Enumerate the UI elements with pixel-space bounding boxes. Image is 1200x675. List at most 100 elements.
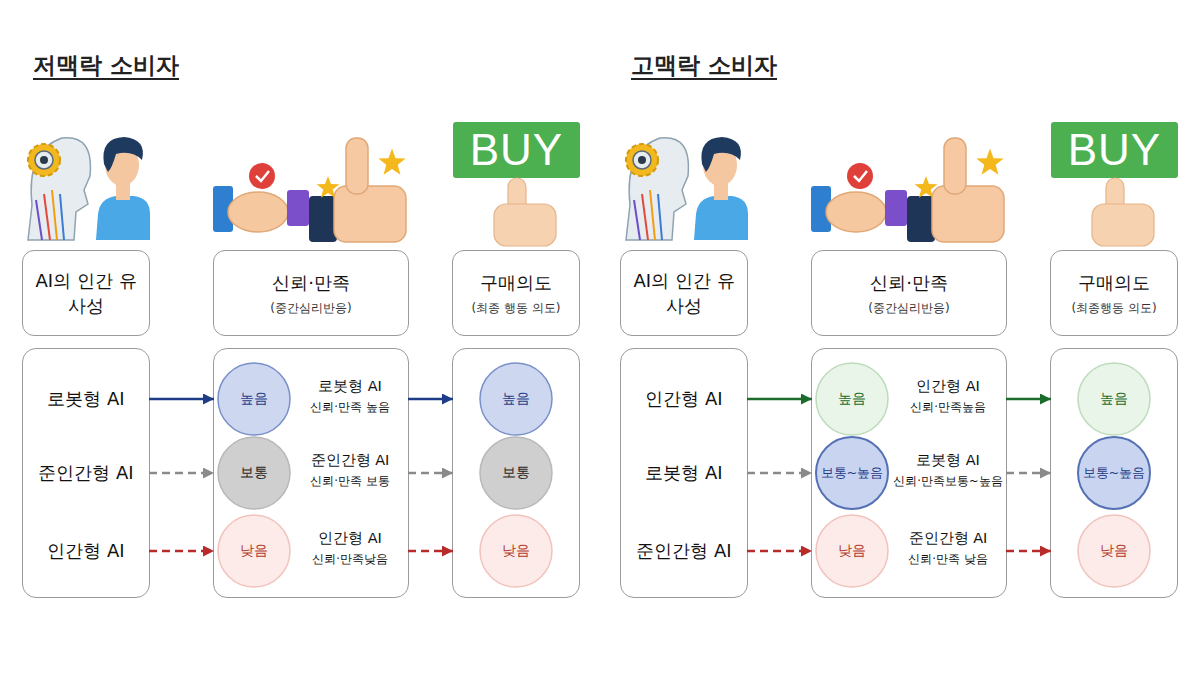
circle-outline: [480, 363, 552, 435]
node-title: 보통~높음: [1077, 436, 1151, 510]
stage-header-box: 구매의도 (최종행동 의도): [1050, 250, 1178, 336]
response-circle: 높음로봇형 AI 신뢰·만족 높음: [214, 361, 408, 437]
section-heading: 고맥락 소비자: [631, 50, 777, 81]
node-title: 높음: [217, 362, 291, 436]
column-box: 인간형 AI 로봇형 AI 준인간형 AI: [620, 348, 748, 598]
response-circle: 보통준인간형 AI 신뢰·만족 보통: [214, 435, 408, 511]
response-circle: 보통~높음로봇형 AI 신뢰·만족보통~높음: [812, 435, 1006, 511]
ai-type-label: 로봇형 AI: [23, 361, 149, 437]
node-title: 낮음: [217, 514, 291, 588]
node-subtext: 신뢰·만족 낮음: [890, 552, 1006, 567]
intention-circle: 높음: [453, 361, 579, 437]
node-subtext: 로봇형 AI: [292, 377, 408, 396]
buy-text: BUY: [1051, 122, 1178, 178]
node-title: 인간형 AI: [47, 539, 124, 563]
node-title: 로봇형 AI: [645, 461, 722, 485]
stage-header-box: AI의 인간 유사성: [620, 250, 748, 336]
flow-arrow: [408, 472, 453, 475]
ai-type-label: 로봇형 AI: [621, 435, 747, 511]
node-title: 신뢰·만족: [864, 270, 954, 295]
node-subtext: (중간심리반응): [862, 301, 955, 317]
flow-arrow: [747, 398, 812, 401]
circle-outline: [816, 437, 888, 509]
node-subtext: 신뢰·만족낮음: [292, 552, 408, 567]
stage-header-box: 신뢰·만족 (중간심리반응): [811, 250, 1007, 336]
flow-arrow: [747, 550, 812, 553]
node-subtext: 준인간형 AI: [890, 529, 1006, 548]
node-subtext: 신뢰·만족 높음: [292, 400, 408, 415]
node-title: 보통: [479, 436, 553, 510]
flow-arrow: [149, 550, 214, 553]
circle-outline: [218, 515, 290, 587]
response-circle: 높음인간형 AI 신뢰·만족높음: [812, 361, 1006, 437]
node-subtext: (최종행동 의도): [1065, 301, 1162, 317]
node-title: 높음: [815, 362, 889, 436]
circle-outline: [480, 515, 552, 587]
node-title: 보통~높음: [815, 436, 889, 510]
circle-outline: [816, 515, 888, 587]
circle-outline: [1078, 437, 1150, 509]
stage-header-box: 신뢰·만족(중간심리반응): [213, 250, 409, 336]
node-title: 구매의도: [474, 270, 558, 295]
node-subtext: 로봇형 AI: [890, 451, 1006, 470]
column-box: 로봇형 AI 준인간형 AI 인간형 AI: [22, 348, 150, 598]
ai-type-label: 인간형 AI: [23, 513, 149, 589]
node-title: 보통: [217, 436, 291, 510]
node-title: AI의 인간 유사성: [23, 268, 149, 318]
ai-type-label: 준인간형 AI: [23, 435, 149, 511]
circle-outline: [1078, 515, 1150, 587]
node-title: AI의 인간 유사성: [621, 268, 747, 318]
section-heading: 저맥락 소비자: [33, 50, 179, 81]
flow-arrow: [1006, 550, 1051, 553]
circle-outline: [218, 437, 290, 509]
stage-header-box: AI의 인간 유사성: [22, 250, 150, 336]
node-subtext: (중간심리반응): [264, 301, 357, 317]
intention-circle: 낮음: [1051, 513, 1177, 589]
intention-circle: 보통: [453, 435, 579, 511]
node-subtext: 신뢰·만족보통~높음: [890, 474, 1006, 489]
node-title: 로봇형 AI: [47, 387, 124, 411]
node-title: 낮음: [479, 514, 553, 588]
intention-circle: 낮음: [453, 513, 579, 589]
circle-outline: [1078, 363, 1150, 435]
node-title: 인간형 AI: [645, 387, 722, 411]
intention-circle: 높음: [1051, 361, 1177, 437]
circle-outline: [218, 363, 290, 435]
stage-header-box: 구매의도 (최종 행동 의도): [452, 250, 580, 336]
icon-row: [626, 122, 1178, 246]
node-subtext: (최종 행동 의도): [466, 301, 567, 317]
node-title: 준인간형 AI: [636, 539, 731, 563]
column-box: 높음로봇형 AI 신뢰·만족 높음보통준인간형 AI 신뢰·만족 보통낮음인간형 A…: [213, 348, 409, 598]
column-box: 높음인간형 AI 신뢰·만족높음보통~높음로봇형 AI 신뢰·만족보통~높음낮음준인…: [811, 348, 1007, 598]
circle-outline: [816, 363, 888, 435]
ai-type-label: 준인간형 AI: [621, 513, 747, 589]
flow-arrow: [408, 550, 453, 553]
flow-arrow: [1006, 472, 1051, 475]
node-title: 낮음: [815, 514, 889, 588]
column-box: 높음보통~높음낮음: [1050, 348, 1178, 598]
node-subtext: 준인간형 AI: [292, 451, 408, 470]
node-title: 낮음: [1077, 514, 1151, 588]
column-box: 높음보통낮음: [452, 348, 580, 598]
node-subtext: 인간형 AI: [292, 529, 408, 548]
flow-arrow: [149, 472, 214, 475]
node-subtext: 인간형 AI: [890, 377, 1006, 396]
response-circle: 낮음준인간형 AI 신뢰·만족 낮음: [812, 513, 1006, 589]
node-title: 준인간형 AI: [38, 461, 133, 485]
flow-arrow: [408, 398, 453, 401]
flow-arrow: [149, 398, 214, 401]
node-title: 구매의도: [1072, 270, 1156, 295]
flow-arrow: [747, 472, 812, 475]
buy-text: BUY: [453, 122, 580, 178]
icon-row: [28, 122, 580, 246]
node-title: 높음: [479, 362, 553, 436]
node-subtext: 신뢰·만족 보통: [292, 474, 408, 489]
flow-arrow: [1006, 398, 1051, 401]
response-circle: 낮음인간형 AI 신뢰·만족낮음: [214, 513, 408, 589]
node-subtext: 신뢰·만족높음: [890, 400, 1006, 415]
intention-circle: 보통~높음: [1051, 435, 1177, 511]
circle-outline: [480, 437, 552, 509]
